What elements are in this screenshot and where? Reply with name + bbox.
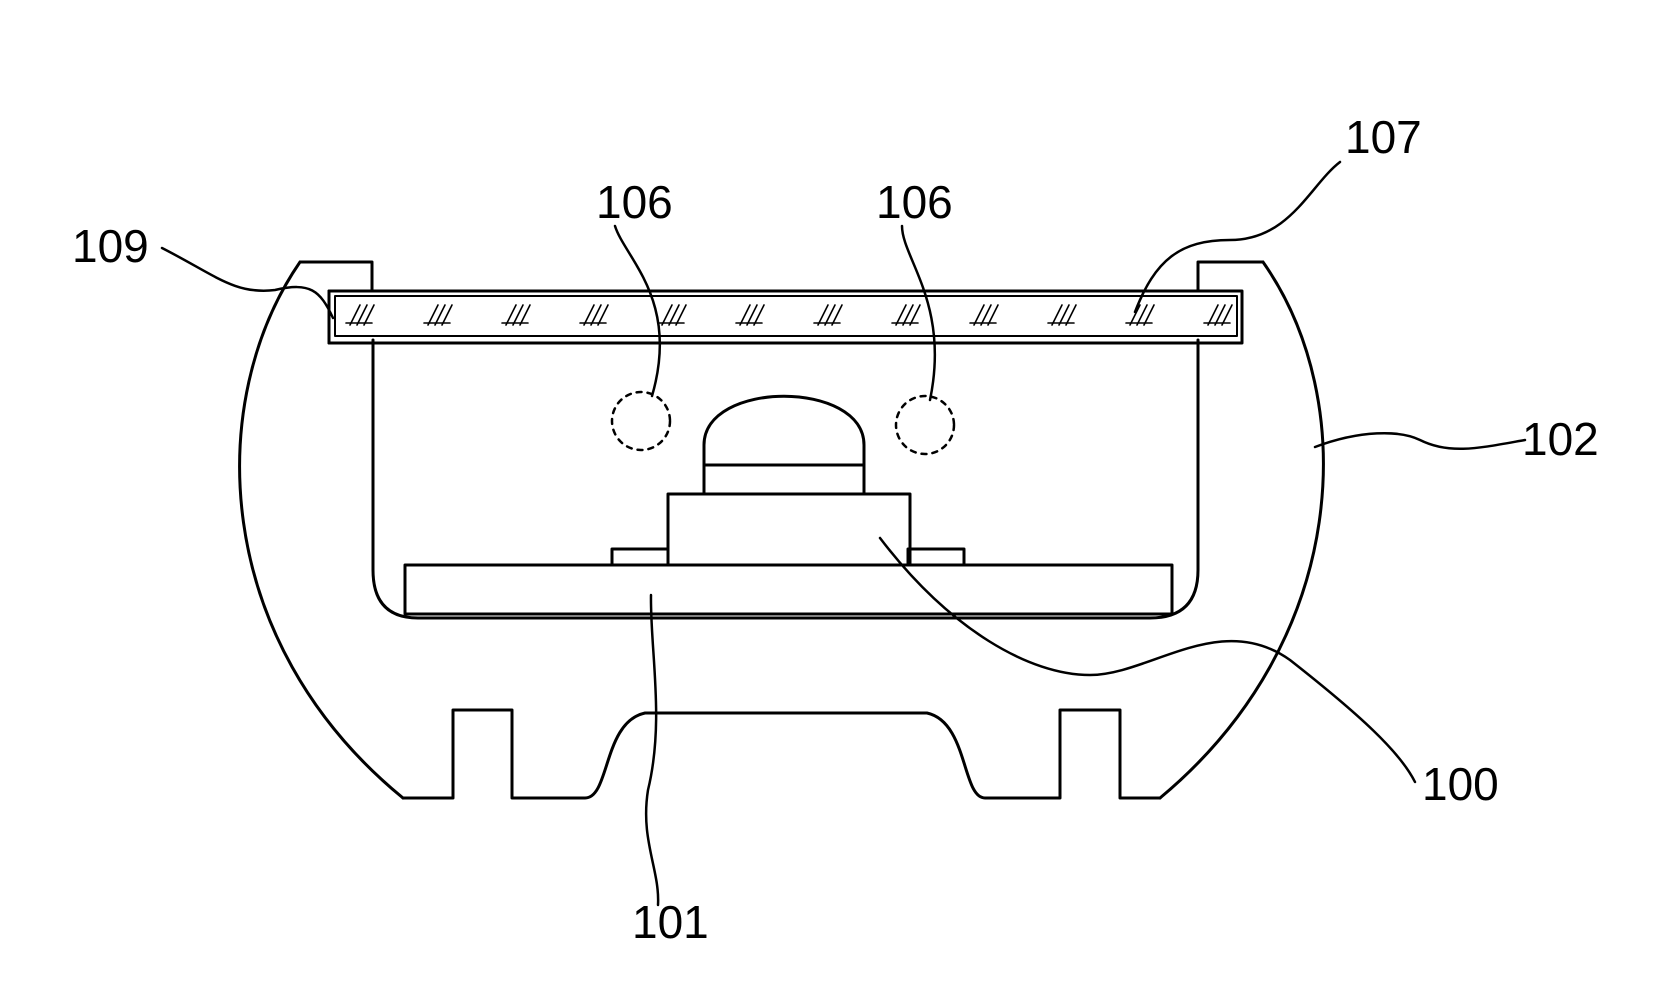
pad-right (908, 549, 964, 565)
label-107: 107 (1345, 111, 1422, 163)
leader-102 (1315, 433, 1525, 449)
label-102: 102 (1522, 413, 1599, 465)
leader-101 (646, 595, 658, 905)
leader-109 (162, 248, 333, 318)
cover-107 (329, 291, 1242, 343)
label-109: 109 (72, 220, 149, 272)
label-101: 101 (632, 896, 709, 948)
label-100: 100 (1422, 758, 1499, 810)
component-106-right (896, 396, 954, 454)
leader-106-left (615, 226, 660, 396)
label-106-left: 106 (596, 176, 673, 228)
component-106-left (612, 392, 670, 450)
leader-100 (880, 538, 1415, 782)
label-106-right: 106 (876, 176, 953, 228)
led-package-100 (668, 396, 910, 565)
leader-106-right (902, 226, 935, 400)
substrate-101 (405, 565, 1172, 614)
pad-left (612, 549, 668, 565)
